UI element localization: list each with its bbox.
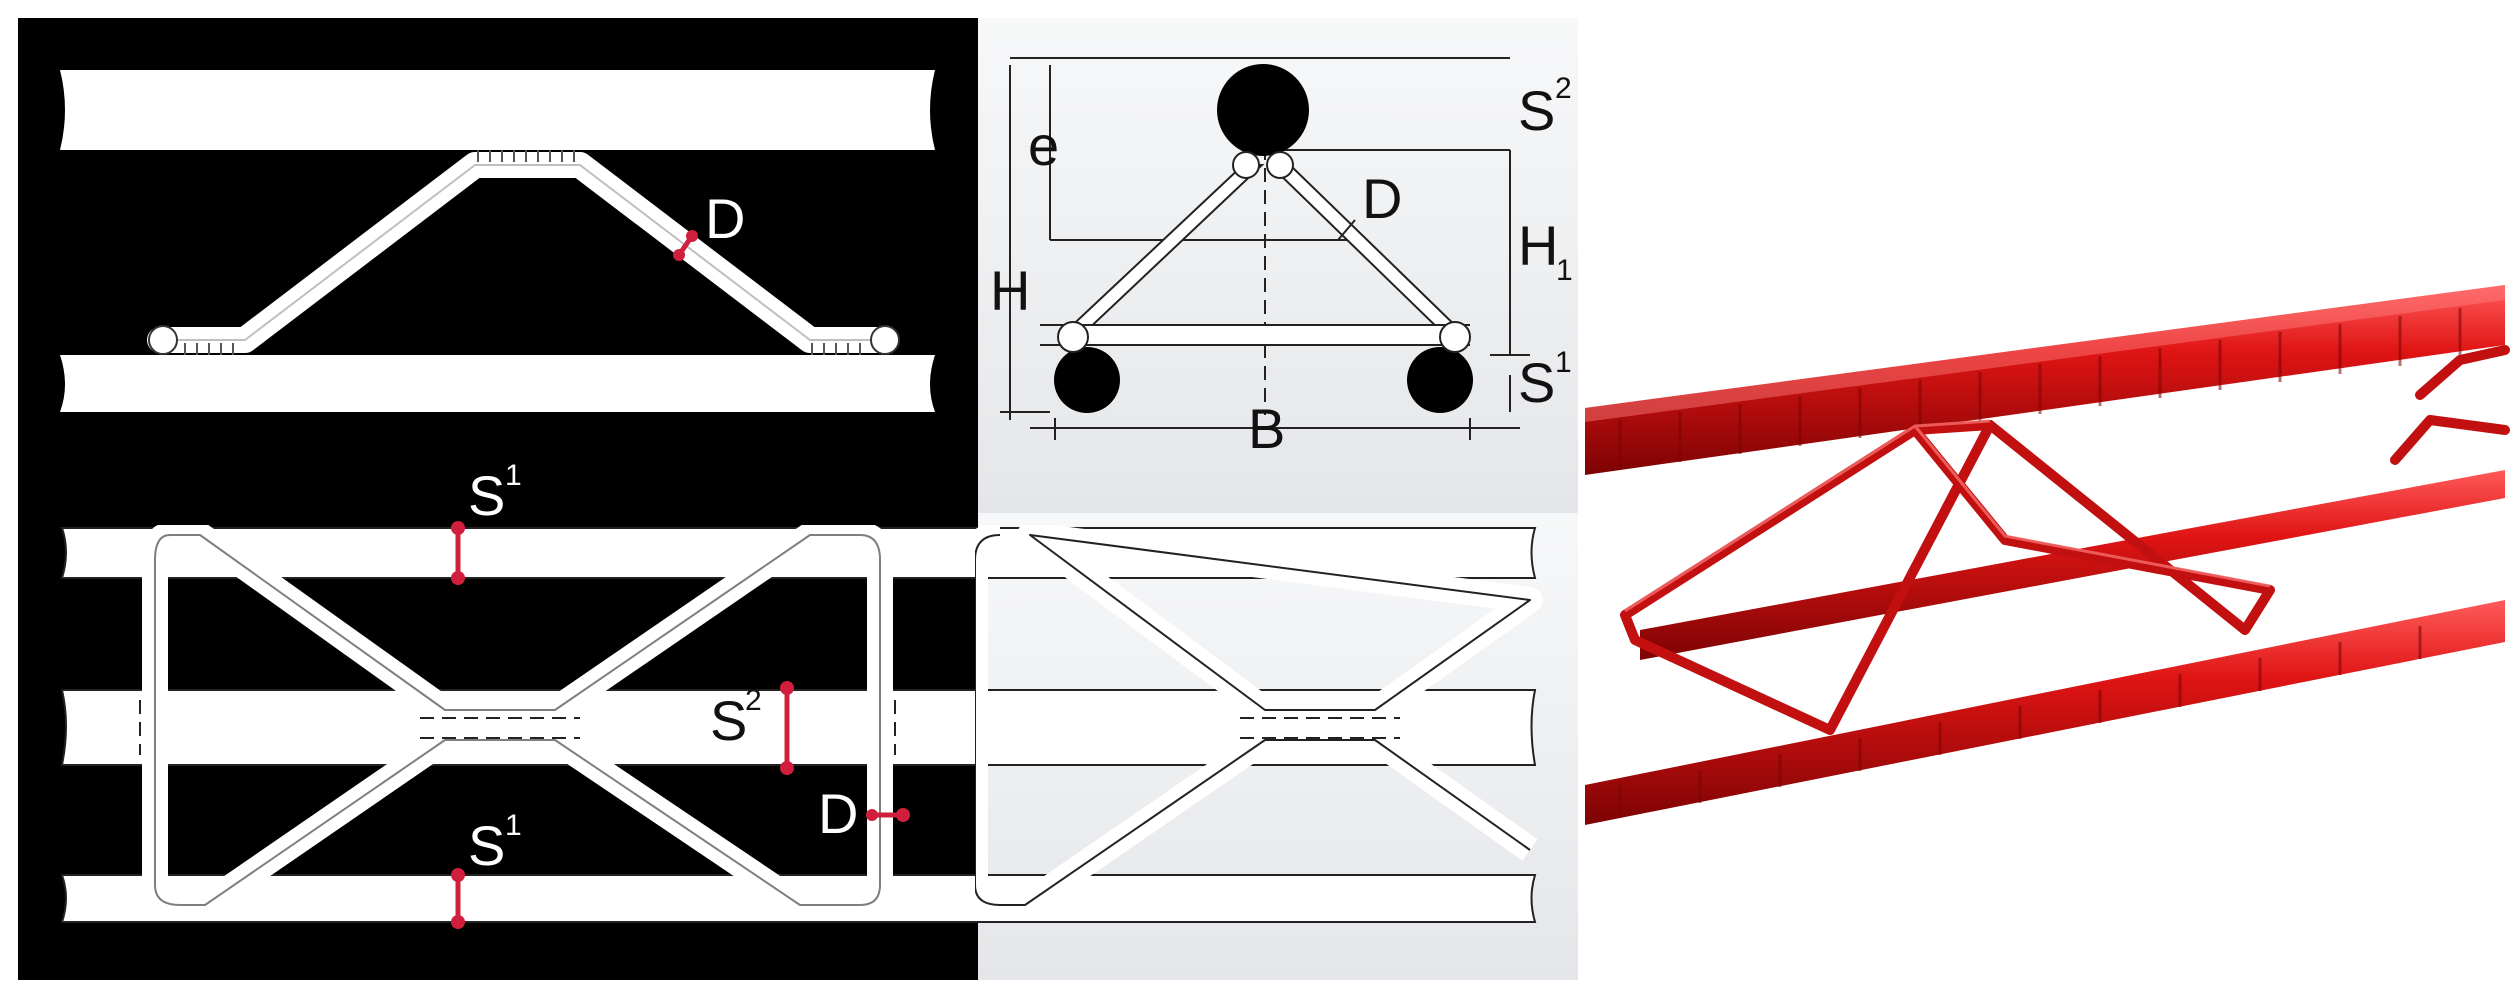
bottom-chord-bar-right	[1407, 347, 1473, 413]
plan-s2-label: S	[710, 689, 747, 752]
section-e-label: e	[1028, 114, 1059, 177]
bar-end-circle	[870, 325, 900, 355]
plan-view: S 1 S 2 D S 1	[60, 459, 1543, 929]
plan-d-label: D	[818, 782, 858, 845]
plan-s1-top-label: S	[468, 464, 505, 527]
section-s2-label: S	[1518, 79, 1555, 142]
plan-s1-bottom-label: S	[468, 814, 505, 877]
plan-s1-top-sup: 1	[505, 459, 522, 492]
bottom-chord-bar-left	[1054, 347, 1120, 413]
plan-s1-bottom-sup: 1	[505, 809, 522, 842]
red-rebar-lattice-girder-icon	[1585, 285, 2510, 825]
side-view: D	[60, 70, 935, 412]
section-d-label: D	[1362, 167, 1402, 230]
section-b-label: B	[1248, 397, 1285, 460]
side-view-d-label: D	[705, 187, 745, 250]
section-s2-sup: 2	[1555, 72, 1572, 105]
bar-end-circle	[148, 325, 178, 355]
section-h-label: H	[990, 259, 1030, 322]
cross-section: e H D S 2 H 1 S 1 B	[990, 57, 1573, 460]
section-s1-sup: 1	[1555, 346, 1572, 379]
section-h1-label: H	[1518, 214, 1558, 277]
section-s1-label: S	[1518, 351, 1555, 414]
black-panel	[18, 18, 978, 980]
section-h1-sub: 1	[1556, 254, 1573, 287]
plan-s2-sup: 2	[745, 684, 762, 717]
top-chord-bar	[1217, 64, 1309, 156]
